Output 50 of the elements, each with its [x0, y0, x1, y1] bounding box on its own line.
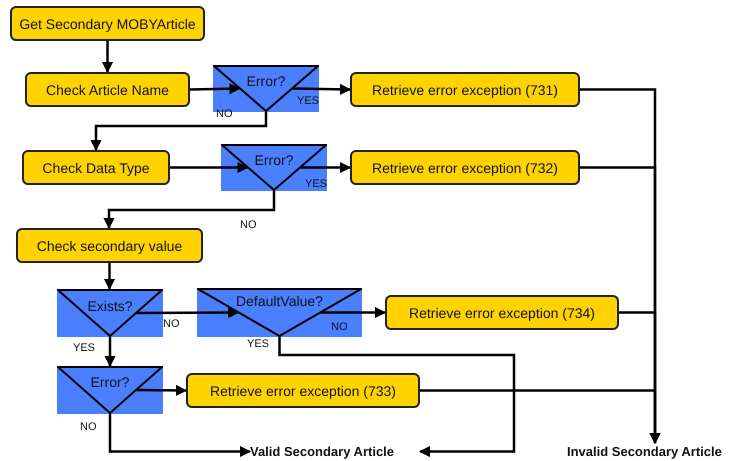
- edge-label: YES: [305, 178, 328, 190]
- arrow: [190, 83, 241, 94]
- edge-label: YES: [247, 338, 270, 350]
- node-label: Error?: [254, 152, 294, 168]
- edge-label: NO: [240, 219, 256, 231]
- edge-label: NO: [331, 321, 348, 333]
- decision-triangle: [221, 144, 327, 191]
- decision-triangle: [57, 289, 163, 337]
- edge-label: YES: [297, 95, 320, 107]
- node-label: Check Data Type: [42, 160, 150, 176]
- arrow: [108, 414, 252, 458]
- arrow: [103, 191, 276, 230]
- arrow: [320, 306, 386, 318]
- edge-label: NO: [80, 421, 96, 433]
- process-box: [350, 150, 580, 185]
- node-label: Error?: [90, 374, 130, 390]
- arrow: [136, 384, 188, 396]
- process-box: [25, 72, 190, 107]
- node-label: Retrieve error exception (732): [372, 160, 558, 176]
- arrow: [104, 337, 116, 368]
- decision-triangle: [197, 288, 362, 337]
- arrow: [300, 162, 352, 174]
- edge-label: YES: [73, 342, 96, 354]
- process-box: [10, 6, 205, 41]
- node-label: Retrieve error exception (731): [372, 82, 558, 98]
- node-label: Error?: [246, 73, 286, 89]
- arrow: [278, 337, 516, 458]
- outcome-label: Valid Secondary Article: [250, 444, 394, 459]
- process-box: [385, 295, 619, 330]
- node-label: Check Article Name: [46, 82, 169, 98]
- node-label: Check secondary value: [36, 238, 182, 254]
- arrow: [104, 263, 116, 290]
- process-box: [22, 150, 170, 185]
- outcome-label: Invalid Secondary Article: [567, 444, 722, 459]
- process-box: [186, 373, 420, 408]
- node-label: DefaultValue?: [235, 293, 324, 309]
- arrow: [136, 306, 240, 318]
- arrow: [170, 162, 249, 174]
- node-label: Retrieve error exception (733): [210, 382, 396, 398]
- process-box: [350, 72, 580, 107]
- arrow: [90, 112, 268, 152]
- node-label: Exists?: [86, 298, 134, 314]
- edge-label: NO: [163, 318, 180, 330]
- arrow: [420, 389, 661, 444]
- arrow: [292, 84, 352, 95]
- node-label: Get Secondary MOBYArticle: [19, 16, 196, 32]
- decision-triangle: [57, 366, 163, 414]
- arrow: [102, 41, 114, 74]
- node-label: Retrieve error exception (734): [409, 304, 595, 320]
- process-box: [16, 228, 203, 263]
